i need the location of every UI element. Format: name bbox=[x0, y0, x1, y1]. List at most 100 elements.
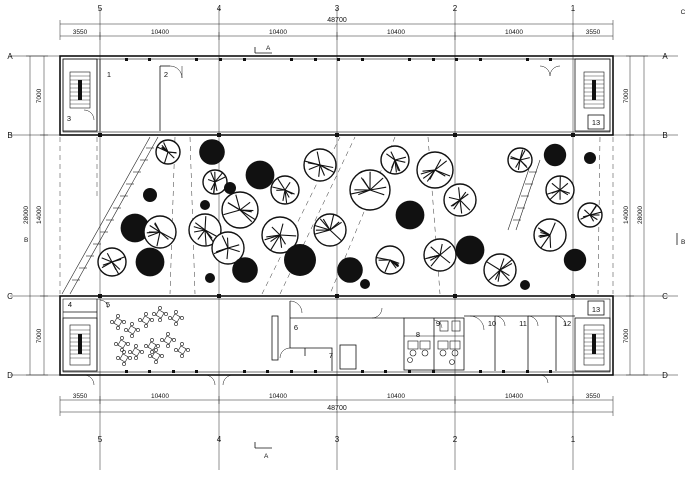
right-dim-1: 7000 bbox=[623, 88, 630, 103]
room-label-13-north: 13 bbox=[592, 118, 600, 127]
shrub bbox=[360, 279, 370, 289]
axis-label-col-4-bottom: 4 bbox=[217, 435, 222, 444]
tree bbox=[543, 143, 567, 167]
top-dim-2: 10400 bbox=[151, 29, 169, 36]
cafe-tables bbox=[110, 306, 190, 366]
axis-label-row-d-left: D bbox=[7, 371, 13, 380]
cafe-table bbox=[116, 350, 132, 366]
tree bbox=[455, 235, 485, 265]
axis-label-col-5-bottom: 5 bbox=[98, 435, 103, 444]
toilet-fixtures bbox=[83, 299, 567, 386]
tree bbox=[423, 238, 457, 272]
section-marker-left: B bbox=[24, 237, 28, 244]
cafe-table bbox=[174, 342, 190, 358]
column-axis-labels-bottom: 5 4 3 2 1 bbox=[98, 435, 576, 444]
section-marker-right-label: B bbox=[681, 239, 685, 246]
left-dim-2: 14000 bbox=[36, 206, 43, 224]
tree bbox=[211, 231, 245, 265]
tree bbox=[143, 215, 177, 249]
tree bbox=[533, 218, 567, 252]
top-dim-3: 10400 bbox=[269, 29, 287, 36]
cafe-table bbox=[124, 322, 140, 338]
bottom-segment-labels: 3550 10400 10400 10400 10400 3550 bbox=[73, 393, 601, 400]
left-dim-1: 7000 bbox=[36, 88, 43, 103]
right-dimension-labels: 7000 14000 7000 28000 bbox=[623, 88, 644, 343]
south-wing-interior bbox=[62, 299, 611, 372]
overall-dimension-bottom: 48700 bbox=[327, 405, 347, 412]
room-label-12: 12 bbox=[563, 319, 571, 328]
tree bbox=[221, 191, 259, 229]
tree bbox=[232, 257, 258, 283]
axis-label-row-d-right: D bbox=[662, 371, 668, 380]
tree bbox=[443, 183, 477, 217]
bottom-dim-2: 10400 bbox=[151, 393, 169, 400]
tree bbox=[188, 213, 222, 247]
bottom-dim-3: 10400 bbox=[269, 393, 287, 400]
tree bbox=[303, 148, 337, 182]
axis-label-col-3-top: 3 bbox=[335, 4, 340, 13]
cafe-table bbox=[114, 336, 130, 352]
tree bbox=[313, 213, 347, 247]
shrub bbox=[224, 182, 236, 194]
right-dim-total: 28000 bbox=[637, 206, 644, 224]
tree bbox=[545, 175, 575, 205]
room-label-7: 7 bbox=[329, 351, 333, 360]
tree bbox=[270, 175, 300, 205]
corner-mark: C bbox=[681, 9, 686, 16]
tree bbox=[120, 213, 150, 243]
axis-label-col-1-top: 1 bbox=[571, 4, 576, 13]
section-marker-top: A bbox=[254, 45, 272, 54]
tree bbox=[155, 139, 181, 165]
tree bbox=[284, 244, 316, 276]
tree bbox=[563, 248, 587, 272]
tree bbox=[202, 169, 228, 195]
cafe-table bbox=[148, 348, 164, 364]
bottom-dim-1: 3550 bbox=[73, 393, 88, 400]
axis-label-row-c-left: C bbox=[7, 292, 13, 301]
cafe-table bbox=[144, 338, 160, 354]
axis-label-row-b-left: B bbox=[7, 131, 12, 140]
tree bbox=[395, 200, 425, 230]
cafe-table bbox=[168, 310, 184, 326]
top-segment-labels: 3550 10400 10400 10400 10400 3550 bbox=[73, 29, 601, 36]
tree bbox=[416, 151, 454, 189]
tree bbox=[199, 139, 225, 165]
left-dim-total: 28000 bbox=[23, 206, 30, 224]
tree bbox=[337, 257, 363, 283]
cafe-table bbox=[160, 332, 176, 348]
left-dimension-chain bbox=[26, 55, 48, 376]
room-label-11: 11 bbox=[519, 319, 527, 328]
axis-label-row-a-right: A bbox=[662, 52, 668, 61]
tree bbox=[97, 247, 127, 277]
cafe-table bbox=[110, 314, 126, 330]
shrub bbox=[200, 200, 210, 210]
axis-label-col-4-top: 4 bbox=[217, 4, 222, 13]
room-label-4: 4 bbox=[68, 300, 72, 309]
shrub bbox=[143, 188, 157, 202]
tree bbox=[349, 169, 391, 211]
tree bbox=[577, 202, 603, 228]
axis-label-col-5-top: 5 bbox=[98, 4, 103, 13]
left-dimension-labels: 7000 14000 7000 28000 bbox=[23, 88, 43, 343]
room-label-13-south: 13 bbox=[592, 305, 600, 314]
axis-label-col-2-top: 2 bbox=[453, 4, 458, 13]
top-dim-6: 3550 bbox=[586, 29, 601, 36]
room-label-5: 5 bbox=[106, 300, 110, 309]
axis-label-row-b-right: B bbox=[662, 131, 667, 140]
axis-label-row-a-left: A bbox=[7, 52, 13, 61]
room-label-3: 3 bbox=[67, 114, 71, 123]
axis-label-col-2-bottom: 2 bbox=[453, 435, 458, 444]
tree bbox=[135, 247, 165, 277]
section-marker-right: B bbox=[676, 233, 685, 246]
room-label-6: 6 bbox=[294, 323, 298, 332]
top-dim-5: 10400 bbox=[505, 29, 523, 36]
column-axis-labels-top: 5 4 3 2 1 bbox=[98, 4, 576, 13]
top-dimension-chain bbox=[59, 20, 614, 40]
room-labels: 1 2 3 4 5 6 7 8 9 10 11 12 13 13 bbox=[67, 70, 600, 360]
bottom-dim-5: 10400 bbox=[505, 393, 523, 400]
north-wing-interior bbox=[62, 58, 611, 132]
section-marker-bottom: A bbox=[254, 442, 272, 460]
right-dim-2: 14000 bbox=[623, 206, 630, 224]
axis-label-col-1-bottom: 1 bbox=[571, 435, 576, 444]
